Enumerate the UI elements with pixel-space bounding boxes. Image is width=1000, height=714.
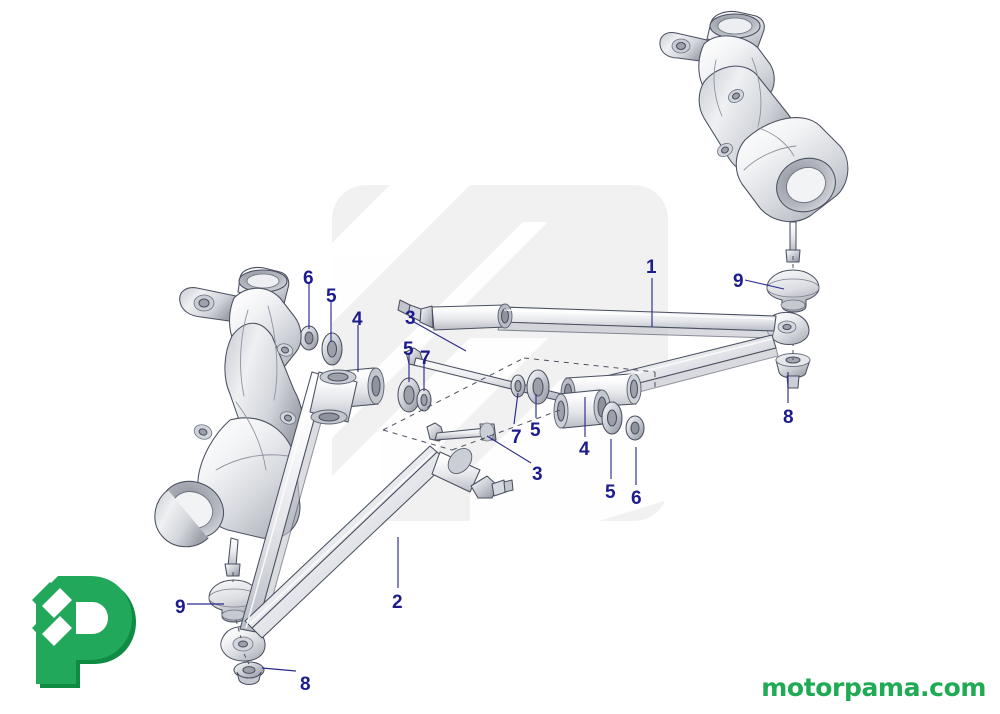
leader-line-8b: [261, 667, 297, 672]
leader-line-7b: [513, 392, 519, 425]
lower-control-arm: [220, 369, 514, 662]
callout-7a: 7: [420, 348, 431, 369]
washer-large-mid-upper: [397, 377, 421, 413]
mp-monogram-logo: [32, 576, 136, 688]
washer-large-mid-lower: [526, 369, 550, 405]
washer-front: [321, 332, 343, 366]
callout-2: 2: [392, 592, 403, 613]
callout-5d: 5: [605, 482, 616, 503]
ball-joint-boot-right: [766, 269, 820, 313]
callout-7b: 7: [511, 427, 522, 448]
leader-line-3b: [486, 435, 532, 464]
leader-line-3a: [413, 321, 467, 352]
callout-5c: 5: [530, 420, 541, 441]
steering-knuckle-left: [154, 267, 304, 577]
washer-small-lower: [510, 374, 526, 398]
callout-3b: 3: [532, 464, 543, 485]
callout-6b: 6: [631, 488, 642, 509]
callout-3a: 3: [405, 308, 416, 329]
callout-9a: 9: [733, 271, 744, 292]
callout-4a: 4: [352, 309, 363, 330]
callout-leader-lines: [187, 278, 789, 672]
lock-nut-rear: [625, 415, 645, 441]
upper-arm-rear-hardware: [553, 389, 645, 441]
callout-5a: 5: [326, 286, 337, 307]
site-wordmark: motorpama.com: [761, 673, 986, 702]
callout-8a: 8: [783, 407, 794, 428]
callout-8b: 8: [300, 674, 311, 695]
callout-5b: 5: [403, 339, 414, 360]
lock-nut-front: [299, 325, 319, 351]
assembly-axis-left: [232, 572, 250, 665]
callout-6a: 6: [303, 268, 314, 289]
callout-4b: 4: [579, 439, 590, 460]
steering-knuckle-right: [659, 11, 849, 263]
washer-small-upper: [416, 388, 432, 412]
leader-line-9a: [744, 279, 785, 290]
ball-joint-nut-left: [233, 661, 265, 686]
callout-9b: 9: [175, 597, 186, 618]
callout-1: 1: [646, 257, 657, 278]
bushing-sleeve-rear: [553, 389, 611, 429]
washer-rear: [601, 401, 623, 435]
assembly-axis-center: [382, 357, 656, 451]
